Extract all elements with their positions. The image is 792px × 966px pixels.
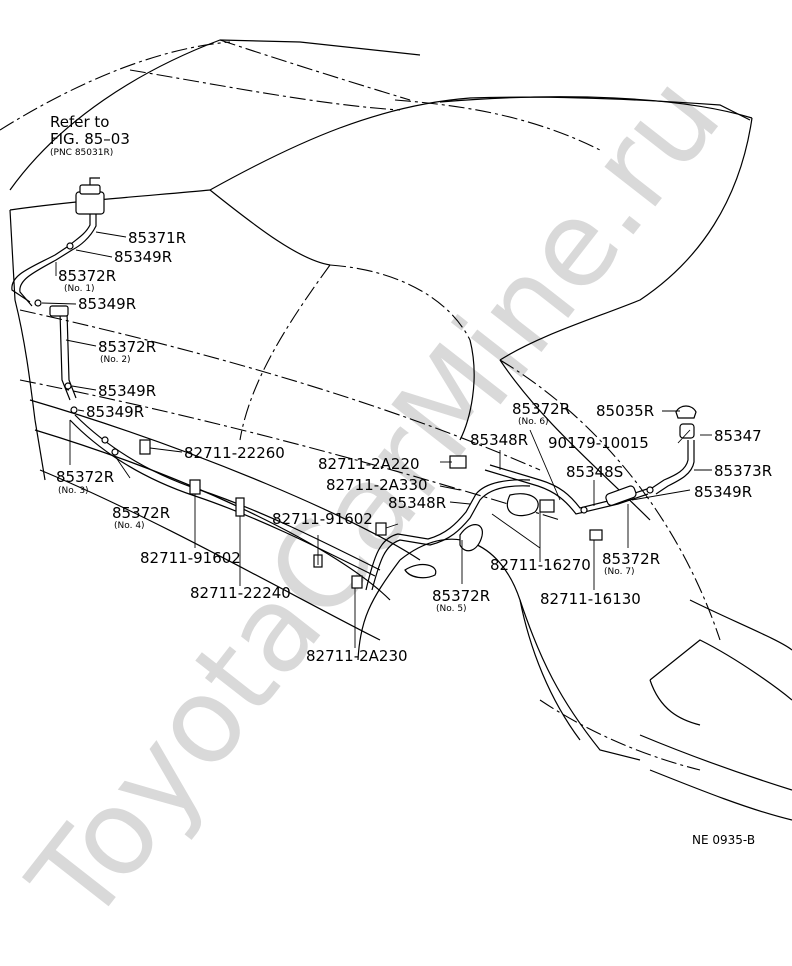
label-82711-2A230: 82711-2A230 [306, 647, 408, 665]
label-85372R-no4: 85372R [112, 504, 170, 522]
label-82711-22240: 82711-22240 [190, 584, 291, 602]
label-82711-2A330: 82711-2A330 [326, 476, 428, 494]
label-85372R-no5: 85372R [432, 587, 490, 605]
label-85348S: 85348S [566, 463, 623, 481]
label-82711-16130: 82711-16130 [540, 590, 641, 608]
label-85372R-no3: 85372R [56, 468, 114, 486]
label-85372R-no6: 85372R [512, 400, 570, 418]
washer-hoses [11, 177, 697, 591]
refer-line2: FIG. 85–03 [50, 130, 130, 148]
label-no7: (No. 7) [604, 567, 635, 577]
leader-lines [41, 231, 712, 648]
label-85372R-no2: 85372R [98, 338, 156, 356]
label-85349R-b: 85349R [78, 295, 136, 313]
label-90179-10015: 90179-10015 [548, 434, 649, 452]
label-85348R-a: 85348R [388, 494, 446, 512]
label-85348R-b: 85348R [470, 431, 528, 449]
label-85371R: 85371R [128, 229, 186, 247]
part-labels: Refer to FIG. 85–03 (PNC 85031R) 85371R … [50, 113, 772, 847]
label-85372R-no1: 85372R [58, 267, 116, 285]
label-82711-16270: 82711-16270 [490, 556, 591, 574]
refer-pnc: (PNC 85031R) [50, 148, 113, 158]
label-no1: (No. 1) [64, 284, 95, 294]
label-85372R-no7: 85372R [602, 550, 660, 568]
label-85347: 85347 [714, 427, 762, 445]
label-no6: (No. 6) [518, 417, 549, 427]
label-85035R: 85035R [596, 402, 654, 420]
label-85349R-d: 85349R [86, 403, 144, 421]
refer-line1: Refer to [50, 113, 109, 131]
label-82711-22260: 82711-22260 [184, 444, 285, 462]
figure-code: NE 0935-B [692, 833, 755, 847]
label-85349R-a: 85349R [114, 248, 172, 266]
label-82711-91602-a: 82711-91602 [140, 549, 241, 567]
label-no4: (No. 4) [114, 521, 145, 531]
label-no5: (No. 5) [436, 604, 467, 614]
label-no3: (No. 3) [58, 486, 89, 496]
watermark: ToyotaCarMine.ru [3, 50, 747, 948]
label-85349R-e: 85349R [694, 483, 752, 501]
label-no2: (No. 2) [100, 355, 131, 365]
label-82711-2A220: 82711-2A220 [318, 455, 420, 473]
label-82711-91602-b: 82711-91602 [272, 510, 373, 528]
label-85373R: 85373R [714, 462, 772, 480]
label-85349R-c: 85349R [98, 382, 156, 400]
